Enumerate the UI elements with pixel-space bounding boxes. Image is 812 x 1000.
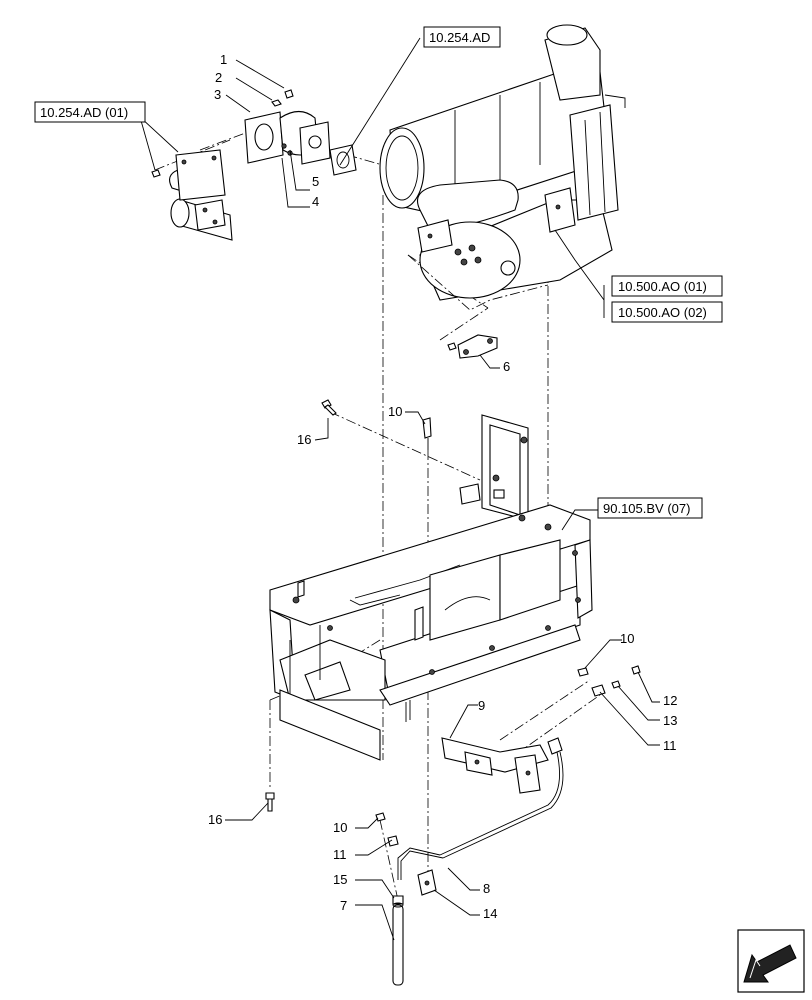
callout-15: 15 — [333, 872, 347, 887]
bolts-upper — [321, 399, 432, 450]
ref-10500ao02[interactable]: 10.500.AO (02) — [611, 301, 723, 323]
callout-14: 14 — [483, 906, 497, 921]
callout-3: 3 — [214, 87, 221, 102]
callouts: 1 2 3 5 4 6 16 10 9 10 12 13 11 16 10 11… — [208, 52, 677, 921]
ref-10500ao02-label: 10.500.AO (02) — [618, 305, 707, 320]
clamp — [447, 334, 498, 359]
ref-90105bv07[interactable]: 90.105.BV (07) — [597, 497, 703, 519]
callout-10-lower: 10 — [333, 820, 347, 835]
callout-7: 7 — [340, 898, 347, 913]
callout-2: 2 — [215, 70, 222, 85]
reference-boxes: 10.254.AD 10.254.AD (01) 10.500.AO (01) … — [34, 26, 723, 519]
callout-11-right: 11 — [663, 738, 677, 753]
callout-11-lower: 11 — [333, 847, 347, 862]
aftertreatment-unit — [379, 24, 626, 301]
callout-10-right: 10 — [620, 631, 634, 646]
callout-1: 1 — [220, 52, 227, 67]
ref-10254ad-label: 10.254.AD — [429, 30, 490, 45]
ref-10254ad01[interactable]: 10.254.AD (01) — [34, 101, 146, 123]
callout-4: 4 — [312, 194, 319, 209]
tube — [392, 902, 404, 986]
callout-8: 8 — [483, 881, 490, 896]
arrow-icon — [743, 944, 797, 983]
callout-9: 9 — [478, 698, 485, 713]
ref-10254ad[interactable]: 10.254.AD — [423, 26, 501, 48]
nav-arrow-button[interactable] — [737, 929, 805, 993]
elbow-assembly — [244, 89, 331, 165]
main-frame — [269, 414, 593, 761]
fasteners-right — [577, 665, 641, 697]
callout-16-lower: 16 — [208, 812, 222, 827]
mount-outline — [407, 254, 549, 311]
callout-13: 13 — [663, 713, 677, 728]
right-bracket — [441, 737, 549, 794]
bolt-lower — [265, 792, 275, 812]
callout-5: 5 — [312, 174, 319, 189]
lower-clip — [375, 812, 437, 905]
exhaust-pipe — [151, 149, 233, 241]
ref-10500ao01[interactable]: 10.500.AO (01) — [611, 275, 723, 297]
callout-16-upper: 16 — [297, 432, 311, 447]
ref-10500ao01-label: 10.500.AO (01) — [618, 279, 707, 294]
callout-6: 6 — [503, 359, 510, 374]
ref-90105bv07-label: 90.105.BV (07) — [603, 501, 690, 516]
callout-12: 12 — [663, 693, 677, 708]
sensor-rod — [397, 737, 564, 880]
callout-10-upper: 10 — [388, 404, 402, 419]
ref-10254ad01-label: 10.254.AD (01) — [40, 105, 128, 120]
leader-lines — [139, 37, 660, 941]
